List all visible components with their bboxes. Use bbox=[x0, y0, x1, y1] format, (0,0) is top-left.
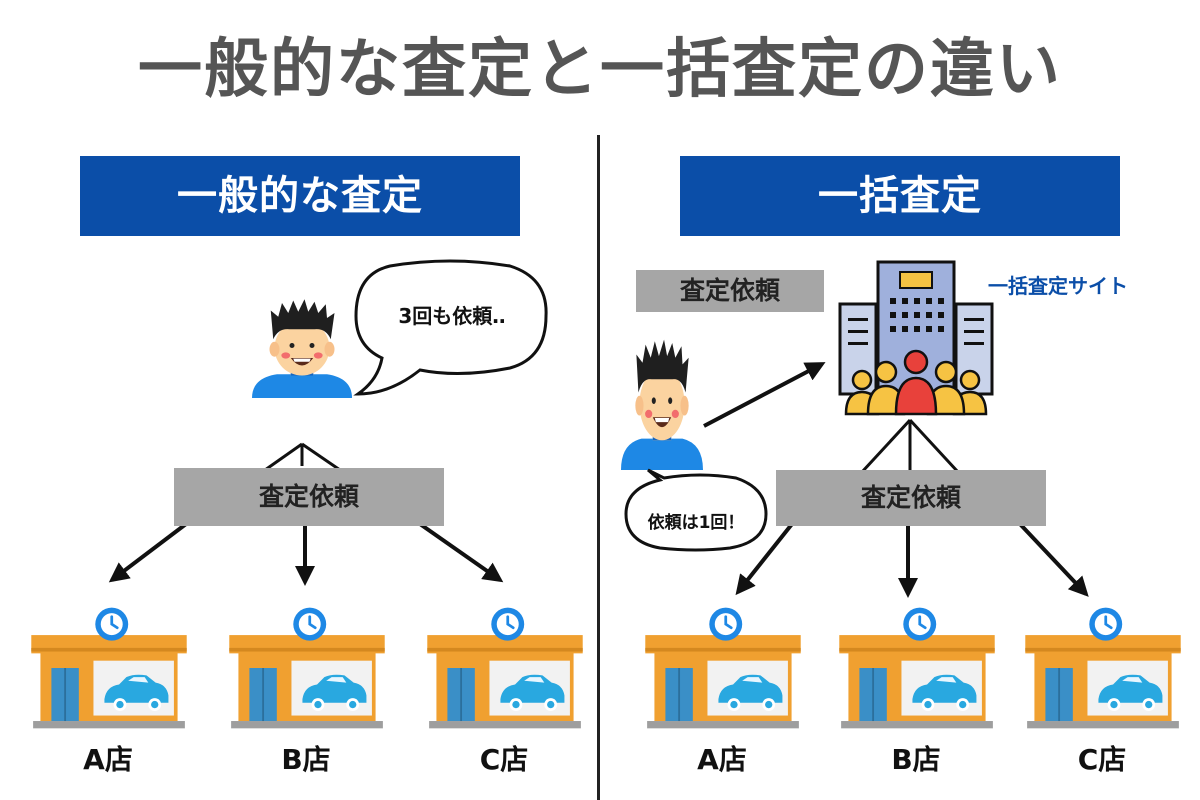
right-bubble-text: 依頼は1回！ bbox=[647, 513, 745, 533]
right-shop-b-label: B店 bbox=[891, 743, 941, 776]
left-shop-c-label: C店 bbox=[479, 743, 529, 776]
building-icon bbox=[838, 260, 994, 416]
right-header: 一括査定 bbox=[680, 156, 1120, 236]
right-speech-bubble-icon bbox=[624, 468, 768, 552]
left-request-box: 査定依頼 bbox=[174, 468, 444, 526]
left-bubble-text: 3回も依頼‥ bbox=[398, 304, 506, 328]
right-shop-a-icon bbox=[643, 606, 803, 730]
right-shop-b-icon bbox=[837, 606, 997, 730]
left-shop-b-label: B店 bbox=[281, 743, 331, 776]
left-shop-a-icon bbox=[29, 606, 189, 730]
left-header: 一般的な査定 bbox=[80, 156, 520, 236]
left-arrows bbox=[108, 442, 504, 586]
right-shop-c-label: C店 bbox=[1077, 743, 1127, 776]
center-divider bbox=[597, 135, 600, 800]
left-shop-b-icon bbox=[227, 606, 387, 730]
left-shop-a-label: A店 bbox=[83, 743, 133, 776]
right-arrows bbox=[703, 362, 1089, 598]
page-title: 一般的な査定と一括査定の違い bbox=[138, 33, 1062, 107]
right-shop-a-label: A店 bbox=[697, 743, 747, 776]
right-top-request-box: 査定依頼 bbox=[636, 270, 824, 312]
left-shop-c-icon bbox=[425, 606, 585, 730]
right-shop-c-icon bbox=[1023, 606, 1183, 730]
right-request-box: 査定依頼 bbox=[776, 470, 1046, 526]
left-speech-bubble-icon bbox=[353, 259, 548, 396]
site-label: 一括査定サイト bbox=[988, 274, 1128, 298]
